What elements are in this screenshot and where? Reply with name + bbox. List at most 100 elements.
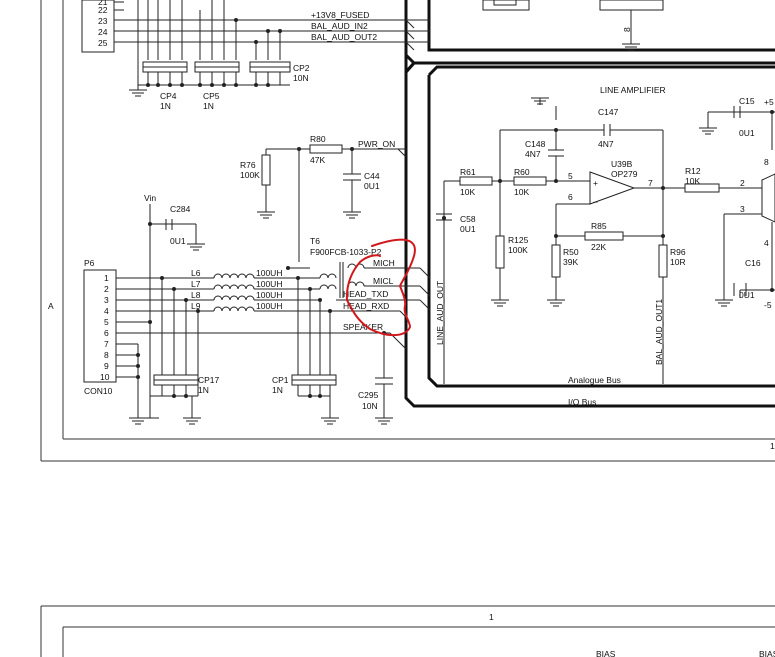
opamp-minus: − bbox=[593, 197, 598, 207]
pin-3-right: 3 bbox=[740, 204, 745, 214]
p6-part: CON10 bbox=[84, 386, 113, 396]
pin-2-right: 2 bbox=[740, 178, 745, 188]
line-amp-title: LINE AMPLIFIER bbox=[600, 85, 666, 95]
l6-ref: L6 bbox=[191, 268, 201, 278]
c44-value: 0U1 bbox=[364, 181, 380, 191]
cp17-value: 1N bbox=[198, 385, 209, 395]
r61-value: 10K bbox=[460, 187, 475, 197]
c44-ref: C44 bbox=[364, 171, 380, 181]
rail-pos: +5 bbox=[764, 97, 774, 107]
t6-part: F900FCB-1033-P2 bbox=[310, 247, 382, 257]
top-connector: 21 22 23 24 25 +13V8_FUSED BAL_AUD_IN2 B… bbox=[81, 0, 430, 90]
net-mich: MICH bbox=[373, 258, 395, 268]
zone-label-1-lower: 1 bbox=[489, 612, 494, 622]
c148-value: 4N7 bbox=[525, 149, 541, 159]
p6-pin-9: 9 bbox=[104, 361, 109, 371]
p6-pin-3: 3 bbox=[104, 295, 109, 305]
pin-5: 5 bbox=[568, 171, 573, 181]
p6-pin-6: 6 bbox=[104, 328, 109, 338]
bal-aud-out1-net: BAL_AUD_OUT1 bbox=[654, 299, 664, 365]
l8-value: 100UH bbox=[256, 290, 282, 300]
c148-ref: C148 bbox=[525, 139, 546, 149]
p6-pin-4: 4 bbox=[104, 306, 109, 316]
p6-ref: P6 bbox=[84, 258, 95, 268]
c147-value: 4N7 bbox=[598, 139, 614, 149]
cp1-value: 1N bbox=[272, 385, 283, 395]
u39b-ref: U39B bbox=[611, 159, 633, 169]
p6-pin-8: 8 bbox=[104, 350, 109, 360]
r60-value: 10K bbox=[514, 187, 529, 197]
cp17-ref: CP17 bbox=[198, 375, 220, 385]
top-pin-25: 25 bbox=[98, 38, 108, 48]
bias-label-1: BIAS bbox=[596, 649, 616, 657]
top-pin-22: 22 bbox=[98, 5, 108, 15]
c284-value: 0U1 bbox=[170, 236, 186, 246]
net-head-rxd: HEAD_RXD bbox=[343, 301, 389, 311]
l7-value: 100UH bbox=[256, 279, 282, 289]
cp2-ref: CP2 bbox=[293, 63, 310, 73]
u39b-part: OP279 bbox=[611, 169, 638, 179]
net-head-txd: HEAD_TXD bbox=[343, 289, 388, 299]
inductors: L6 L7 L8 L9 100UH 100UH 100UH 100UH bbox=[160, 268, 340, 375]
l9-value: 100UH bbox=[256, 301, 282, 311]
vin-net: Vin bbox=[144, 193, 156, 203]
c58-value: 0U1 bbox=[460, 224, 476, 234]
p6-pin-10: 10 bbox=[100, 372, 110, 382]
c295-ref: C295 bbox=[358, 390, 379, 400]
io-bus-label: I/O Bus bbox=[568, 397, 596, 407]
connector-p6: P6 CON10 1 2 3 4 5 6 7 8 9 10 bbox=[83, 258, 390, 425]
net-13v8-fused: +13V8_FUSED bbox=[311, 10, 369, 20]
c295-value: 10N bbox=[362, 401, 378, 411]
cp2-value: 10N bbox=[293, 73, 309, 83]
red-annotation-circle bbox=[345, 238, 416, 337]
net-speaker: SPEAKER bbox=[343, 322, 383, 332]
r12-ref: R12 bbox=[685, 166, 701, 176]
r50-value: 39K bbox=[563, 257, 578, 267]
cp4-ref: CP4 bbox=[160, 91, 177, 101]
pin-6: 6 bbox=[568, 192, 573, 202]
c16-ref: C16 bbox=[745, 258, 761, 268]
l6-value: 100UH bbox=[256, 268, 282, 278]
r50-ref: R50 bbox=[563, 247, 579, 257]
net-bal-aud-in2: BAL_AUD_IN2 bbox=[311, 21, 368, 31]
top-right-parts: 8 bbox=[482, 0, 664, 51]
zone-label-1: 1 bbox=[770, 441, 775, 451]
r96-value: 10R bbox=[670, 257, 686, 267]
vin-network: Vin C284 0U1 bbox=[144, 193, 205, 410]
top-pin-24: 24 bbox=[98, 27, 108, 37]
c58-ref: C58 bbox=[460, 214, 476, 224]
r96-ref: R96 bbox=[670, 247, 686, 257]
opamp-plus: + bbox=[593, 178, 598, 188]
sheet-frame: A 1 1 BIAS BIAS bbox=[40, 0, 775, 657]
pin-4-right: 4 bbox=[764, 238, 769, 248]
r12-value: 10K bbox=[685, 176, 700, 186]
p6-pin-5: 5 bbox=[104, 317, 109, 327]
pin-8-right: 8 bbox=[764, 157, 769, 167]
analogue-bus-label: Analogue Bus bbox=[568, 375, 621, 385]
net-bal-aud-out2: BAL_AUD_OUT2 bbox=[311, 32, 377, 42]
p6-pin-7: 7 bbox=[104, 339, 109, 349]
c15-value: 0U1 bbox=[739, 128, 755, 138]
c15-ref: C15 bbox=[739, 96, 755, 106]
r60-ref: R60 bbox=[514, 167, 530, 177]
l9-ref: L9 bbox=[191, 301, 201, 311]
c284-ref: C284 bbox=[170, 204, 191, 214]
top-pin-23: 23 bbox=[98, 16, 108, 26]
pwr-on-net: PWR_ON bbox=[358, 139, 395, 149]
r61-ref: R61 bbox=[460, 167, 476, 177]
line-aud-out-net: LINE_AUD_OUT bbox=[435, 281, 445, 345]
cap-packs-upper: CP4 1N CP5 1N CP2 10N bbox=[129, 61, 310, 111]
line-amplifier: LINE AMPLIFIER C147 4N7 C148 4N7 R61 10K… bbox=[435, 85, 762, 384]
rail-neg: -5 bbox=[764, 300, 772, 310]
r125-ref: R125 bbox=[508, 235, 529, 245]
cp5-value: 1N bbox=[203, 101, 214, 111]
p6-pin-2: 2 bbox=[104, 284, 109, 294]
transformer-t6: T6 F900FCB-1033-P2 MICH MICL HEAD_TXD HE… bbox=[286, 236, 431, 350]
right-stage: C15 0U1 +5 8 2 3 4 C16 0U1 -5 bbox=[699, 96, 775, 310]
r85-ref: R85 bbox=[591, 221, 607, 231]
power-on-network: R80 47K PWR_ON R76 100K C44 0U1 bbox=[240, 134, 407, 262]
r76-value: 100K bbox=[240, 170, 260, 180]
cp4-value: 1N bbox=[160, 101, 171, 111]
r80-ref: R80 bbox=[310, 134, 326, 144]
